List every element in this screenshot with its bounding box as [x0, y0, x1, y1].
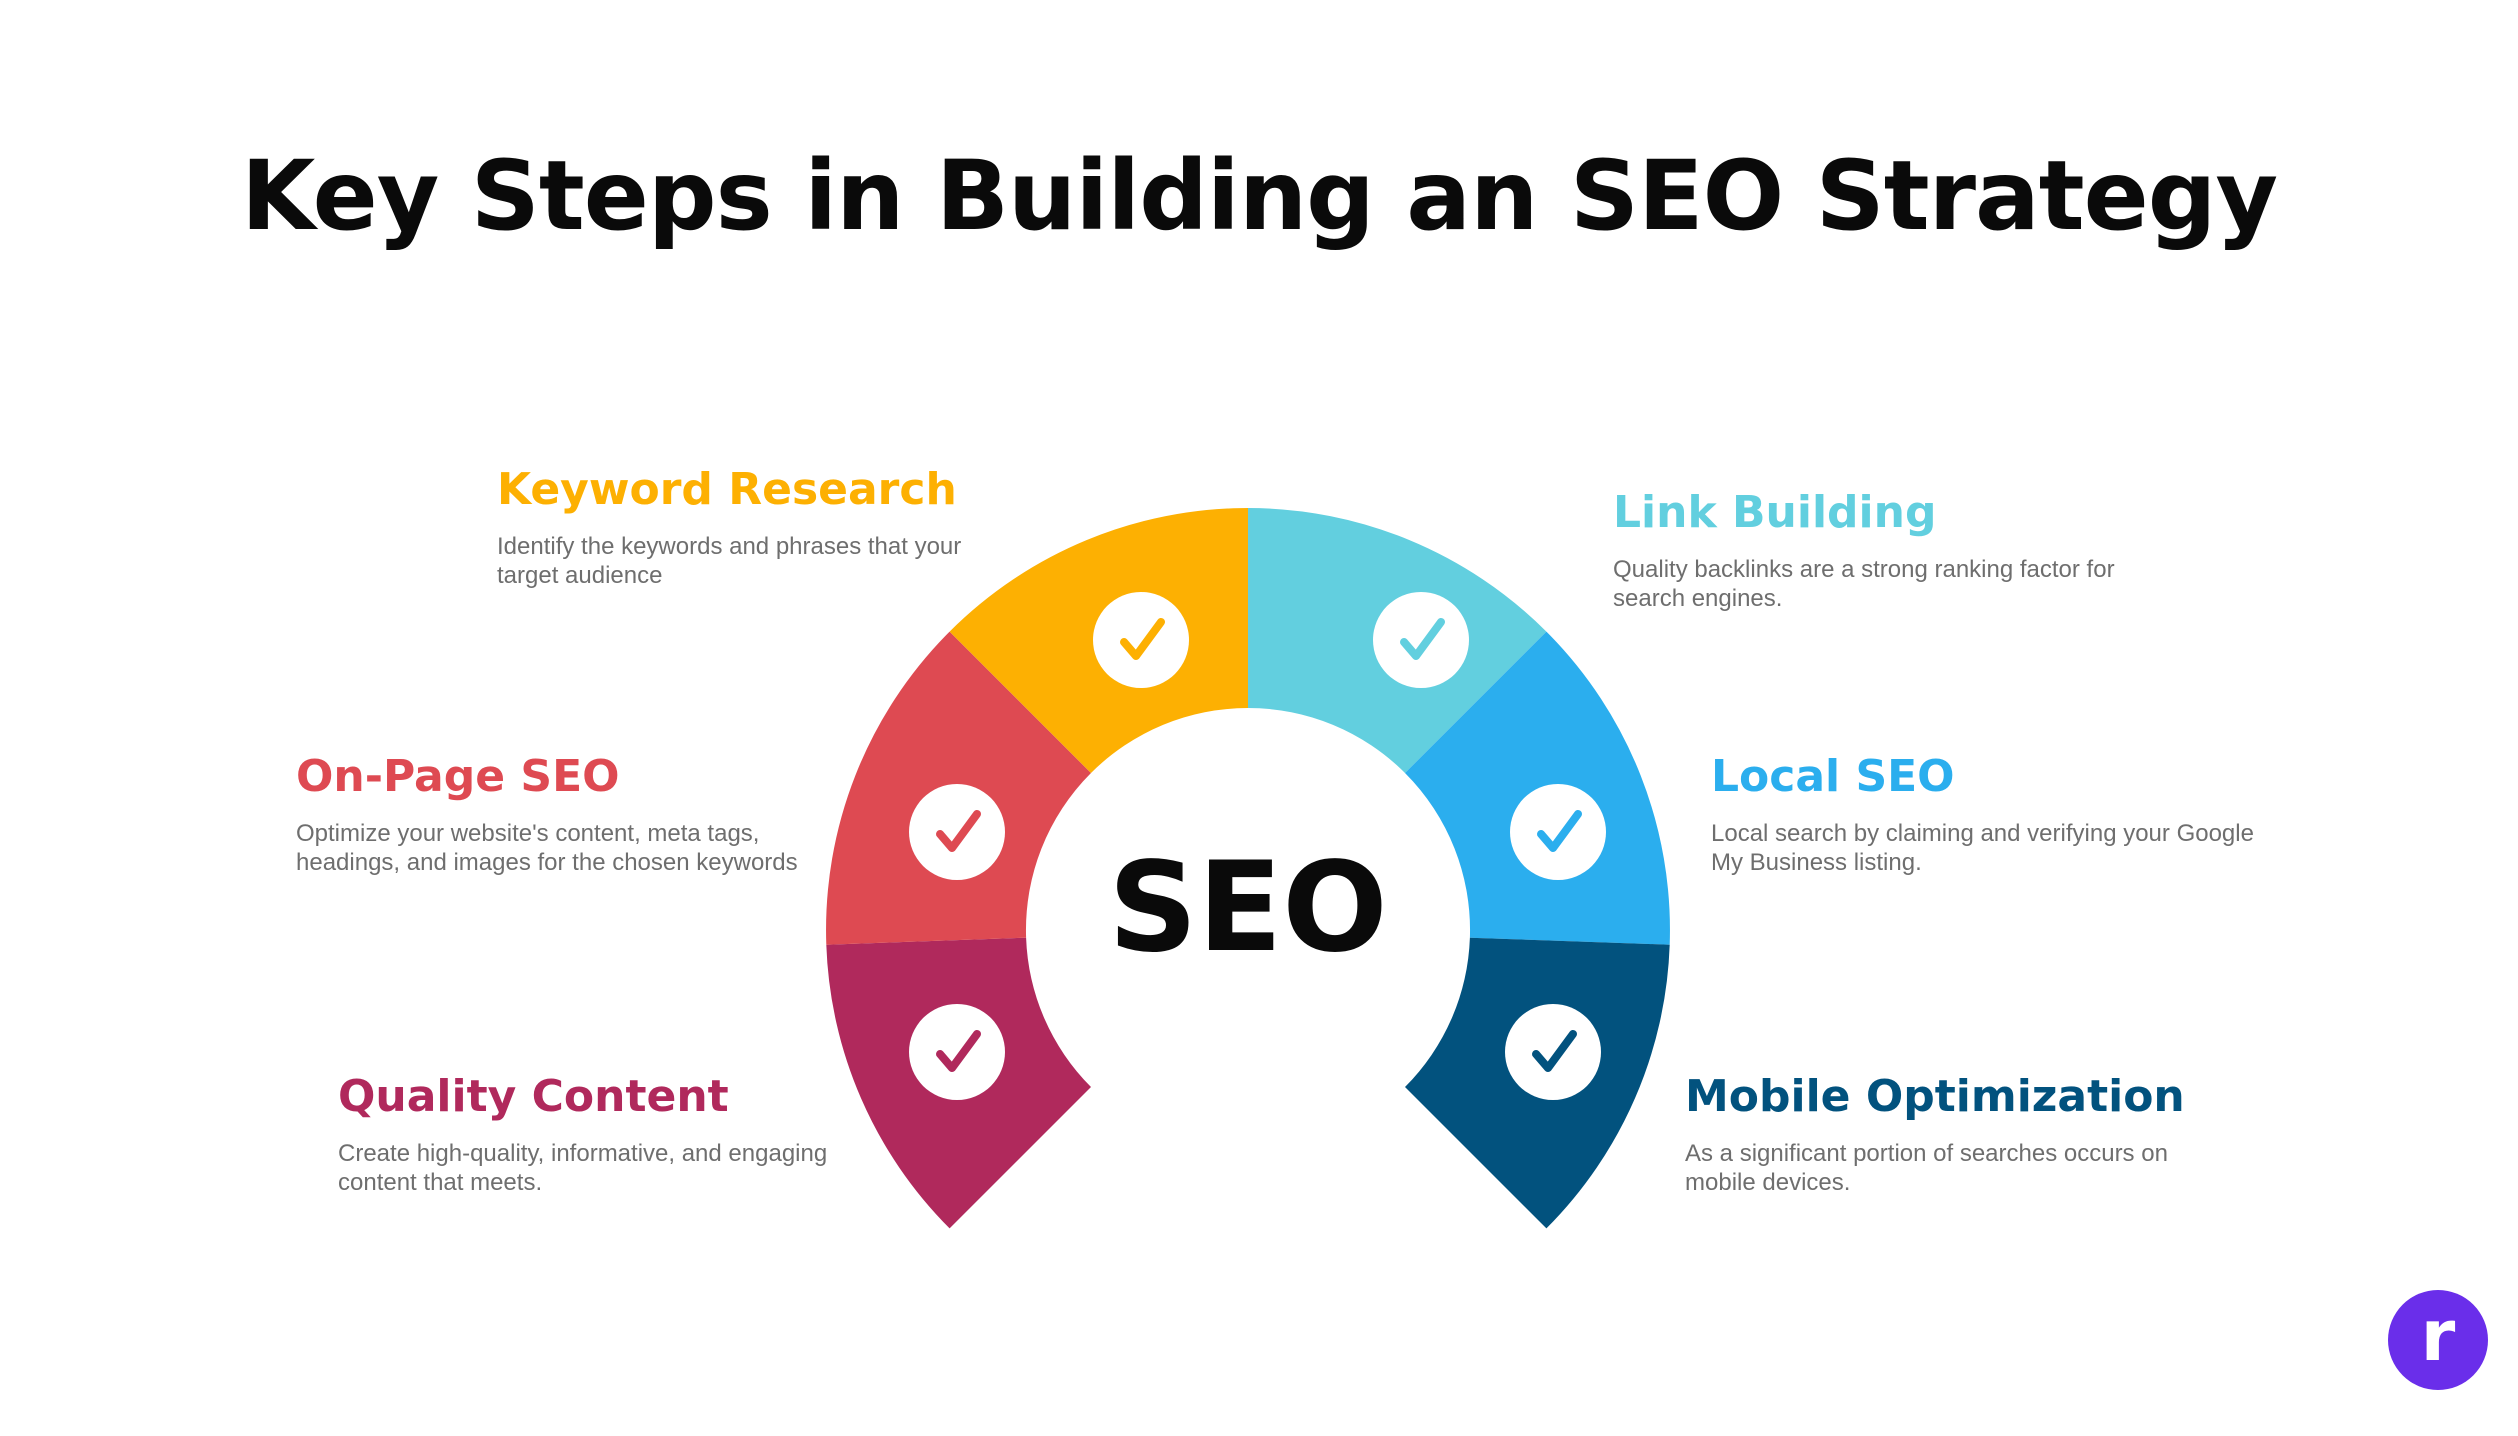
step-title: Quality Content [338, 1071, 729, 1122]
check-circle [909, 1004, 1005, 1100]
step-description: Local search by claiming and verifying y… [1711, 820, 2254, 876]
step-title: On-Page SEO [296, 751, 620, 802]
step-description: Identify the keywords and phrases that y… [497, 533, 962, 589]
check-icon [1373, 592, 1469, 688]
step-description: Create high-quality, informative, and en… [338, 1140, 828, 1196]
segment-local-seo [1405, 631, 1670, 945]
check-circle [1093, 592, 1189, 688]
check-mark [936, 1030, 981, 1072]
check-mark [1532, 1030, 1577, 1072]
check-circle [1510, 784, 1606, 880]
check-icon [1505, 1004, 1601, 1100]
step-local-seo: Local SEO Local search by claiming and v… [1711, 749, 2271, 877]
check-icon [1093, 592, 1189, 688]
check-circle [1505, 1004, 1601, 1100]
step-link-building: Link Building Quality backlinks are a st… [1613, 485, 2173, 613]
logo-letter: r [2420, 1295, 2456, 1377]
check-circle [909, 784, 1005, 880]
check-mark [1120, 618, 1165, 660]
check-icon [909, 1004, 1005, 1100]
check-icon [1510, 784, 1606, 880]
step-title: Link Building [1613, 487, 1937, 538]
step-title: Local SEO [1711, 751, 1955, 802]
step-description: As a significant portion of searches occ… [1685, 1140, 2168, 1196]
check-mark [1400, 618, 1445, 660]
step-title: Mobile Optimization [1685, 1071, 2185, 1122]
step-quality-content: Quality Content Create high-quality, inf… [338, 1069, 858, 1197]
step-description: Optimize your website's content, meta ta… [296, 820, 798, 876]
check-markers [909, 592, 1606, 1100]
step-mobile-optimization: Mobile Optimization As a significant por… [1685, 1069, 2245, 1197]
step-on-page-seo: On-Page SEO Optimize your website's cont… [296, 749, 836, 877]
page-title: Key Steps in Building an SEO Strategy [240, 140, 2278, 252]
check-circle [1373, 592, 1469, 688]
brand-logo-icon[interactable]: r [2388, 1290, 2488, 1390]
step-description: Quality backlinks are a strong ranking f… [1613, 556, 2115, 612]
check-mark [936, 810, 981, 852]
center-label: SEO [1108, 836, 1387, 980]
check-icon [909, 784, 1005, 880]
step-keyword-research: Keyword Research Identify the keywords a… [497, 462, 1017, 590]
check-mark [1537, 810, 1582, 852]
step-title: Keyword Research [497, 464, 957, 515]
